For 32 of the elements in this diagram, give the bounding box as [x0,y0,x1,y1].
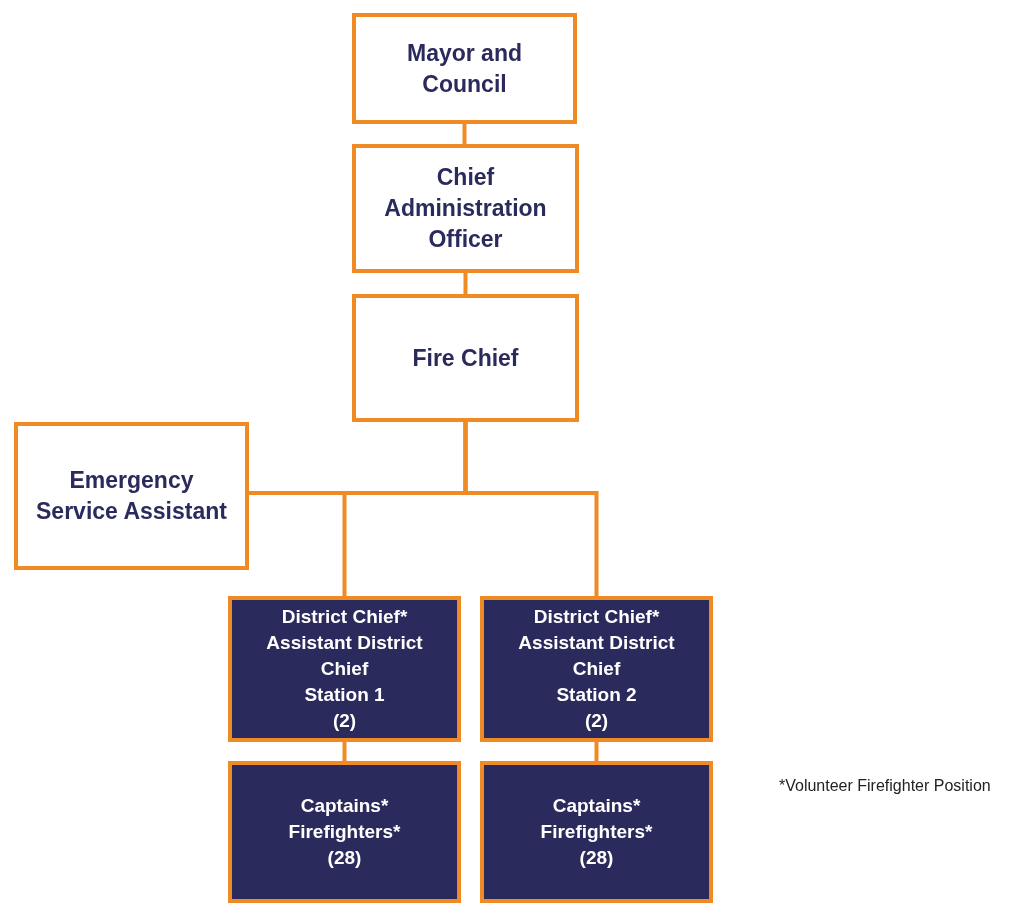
org-box [352,13,577,124]
footnote: *Volunteer Firefighter Position [779,776,991,796]
connector-line [342,742,347,761]
position-title: Captains* [552,794,641,818]
org-box [228,761,461,903]
position-title: District Chief* [533,605,660,629]
position-title: Mayor and Council [406,38,523,99]
position-title: Firefighters* [288,820,401,844]
connector-line [594,742,599,761]
org-box [480,761,713,903]
position-title: (28) [327,846,362,870]
connector-line [463,422,599,596]
position-title: District Chief* [281,605,408,629]
connector-line [462,124,467,144]
org-box [228,596,461,742]
org-box [352,144,579,273]
position-title: (28) [579,846,614,870]
position-title: Captains* [300,794,389,818]
position-title: Firefighters* [540,820,653,844]
position-title: Fire Chief [412,343,519,373]
position-title: Chief Administration Officer [383,163,548,254]
position-title: Station 1 [304,683,385,707]
position-title: Assistant District Chief [517,631,676,681]
position-title: Assistant District Chief [265,631,424,681]
org-box [14,422,249,570]
position-title: (2) [332,709,357,733]
org-box [352,294,579,422]
position-title: Station 2 [556,683,637,707]
position-title: Emergency Service Assistant [35,466,228,526]
connector-line [463,273,468,294]
org-box [480,596,713,742]
position-title: (2) [584,709,609,733]
